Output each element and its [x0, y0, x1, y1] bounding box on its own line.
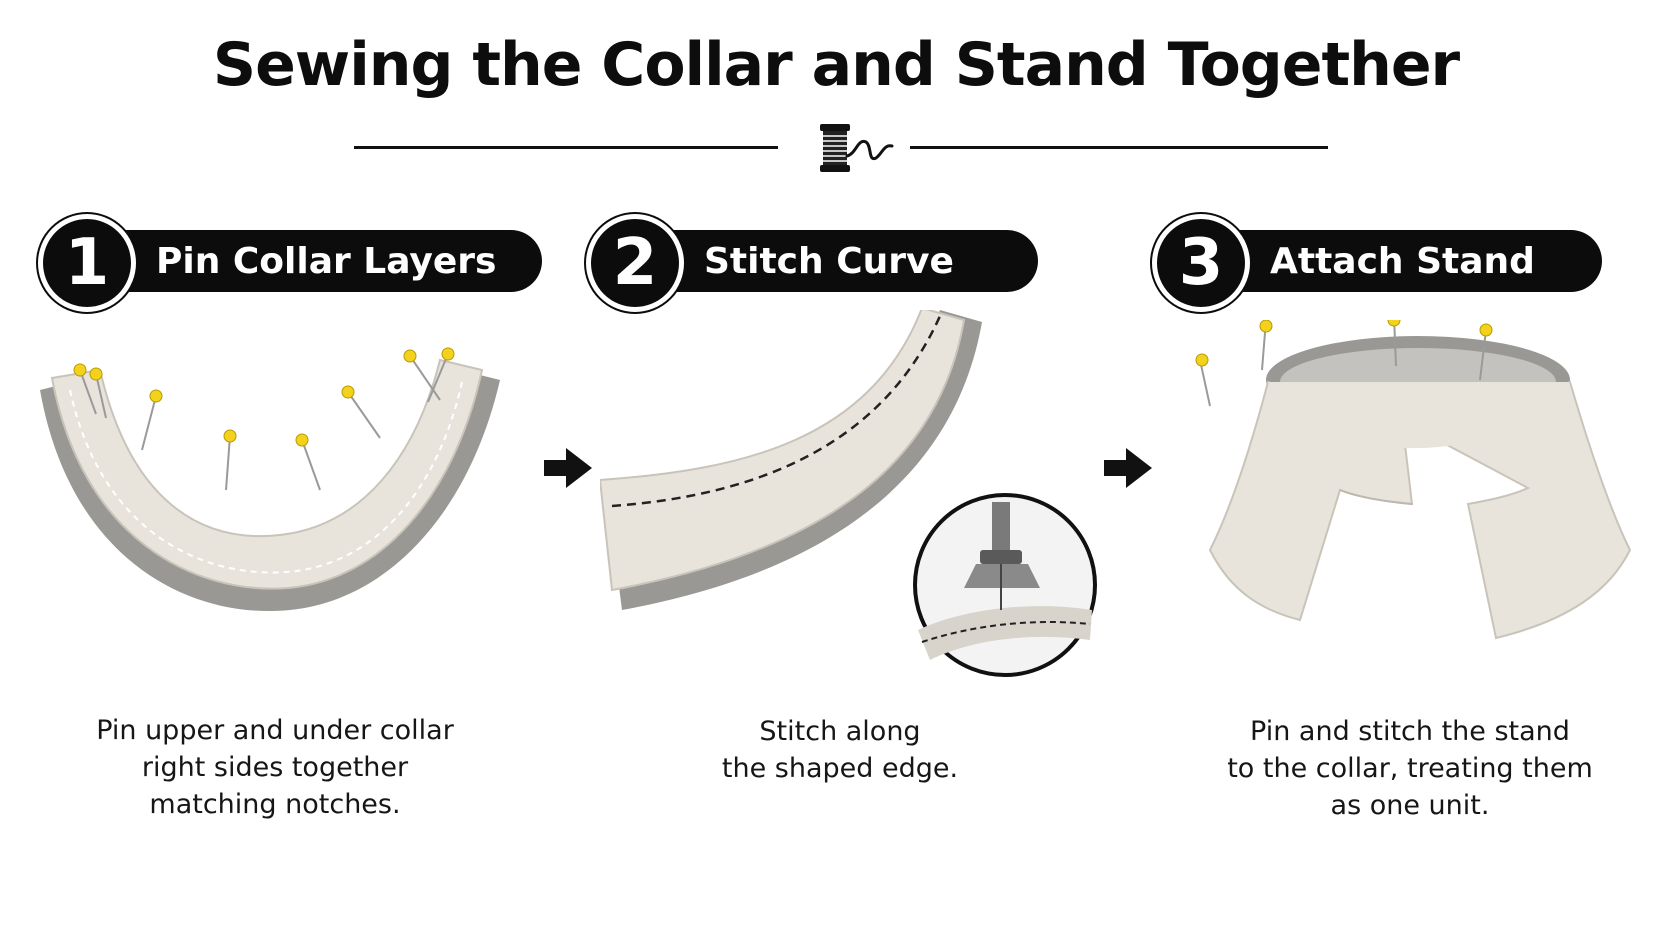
step-2-heading: Stitch Curve: [666, 230, 1038, 292]
title-divider-left: [354, 146, 778, 149]
step-3-number: 3: [1152, 214, 1250, 312]
step-2-caption: Stitch along the shaped edge.: [620, 713, 1060, 787]
sewing-machine-foot-icon: [913, 493, 1097, 677]
step-1-caption-line: right sides together: [141, 752, 409, 783]
step-1-header: Pin Collar Layers 1: [38, 214, 542, 312]
step-3-caption-line: Pin and stitch the stand: [1250, 716, 1570, 747]
title-divider-right: [910, 146, 1328, 149]
step-3-caption-line: to the collar, treating them: [1227, 753, 1593, 784]
pinned-curved-collar-icon: [40, 347, 500, 612]
step-3-header: Attach Stand 3: [1152, 214, 1602, 312]
collar-with-stand-icon: [1195, 320, 1632, 640]
thread-spool-icon: [820, 124, 894, 172]
step-1-number: 1: [38, 214, 136, 312]
step-2-header: Stitch Curve 2: [586, 214, 1038, 312]
step-1-caption-line: matching notches.: [149, 789, 401, 820]
arrow-right-icon: [1104, 448, 1152, 488]
step-1-caption-line: Pin upper and under collar: [96, 715, 454, 746]
step-3-heading: Attach Stand: [1232, 230, 1602, 292]
arrow-right-icon: [544, 448, 592, 488]
page-title: Sewing the Collar and Stand Together: [212, 30, 1460, 100]
step-1-heading: Pin Collar Layers: [118, 230, 542, 292]
step-2-caption-line: the shaped edge.: [721, 753, 959, 784]
step-3-caption-line: as one unit.: [1330, 790, 1490, 821]
step-1-caption: Pin upper and under collar right sides t…: [40, 712, 510, 823]
stitched-curve-icon: [600, 310, 1097, 677]
step-3-caption: Pin and stitch the stand to the collar, …: [1180, 713, 1640, 824]
step-2-caption-line: Stitch along: [759, 716, 921, 747]
step-2-number: 2: [586, 214, 684, 312]
